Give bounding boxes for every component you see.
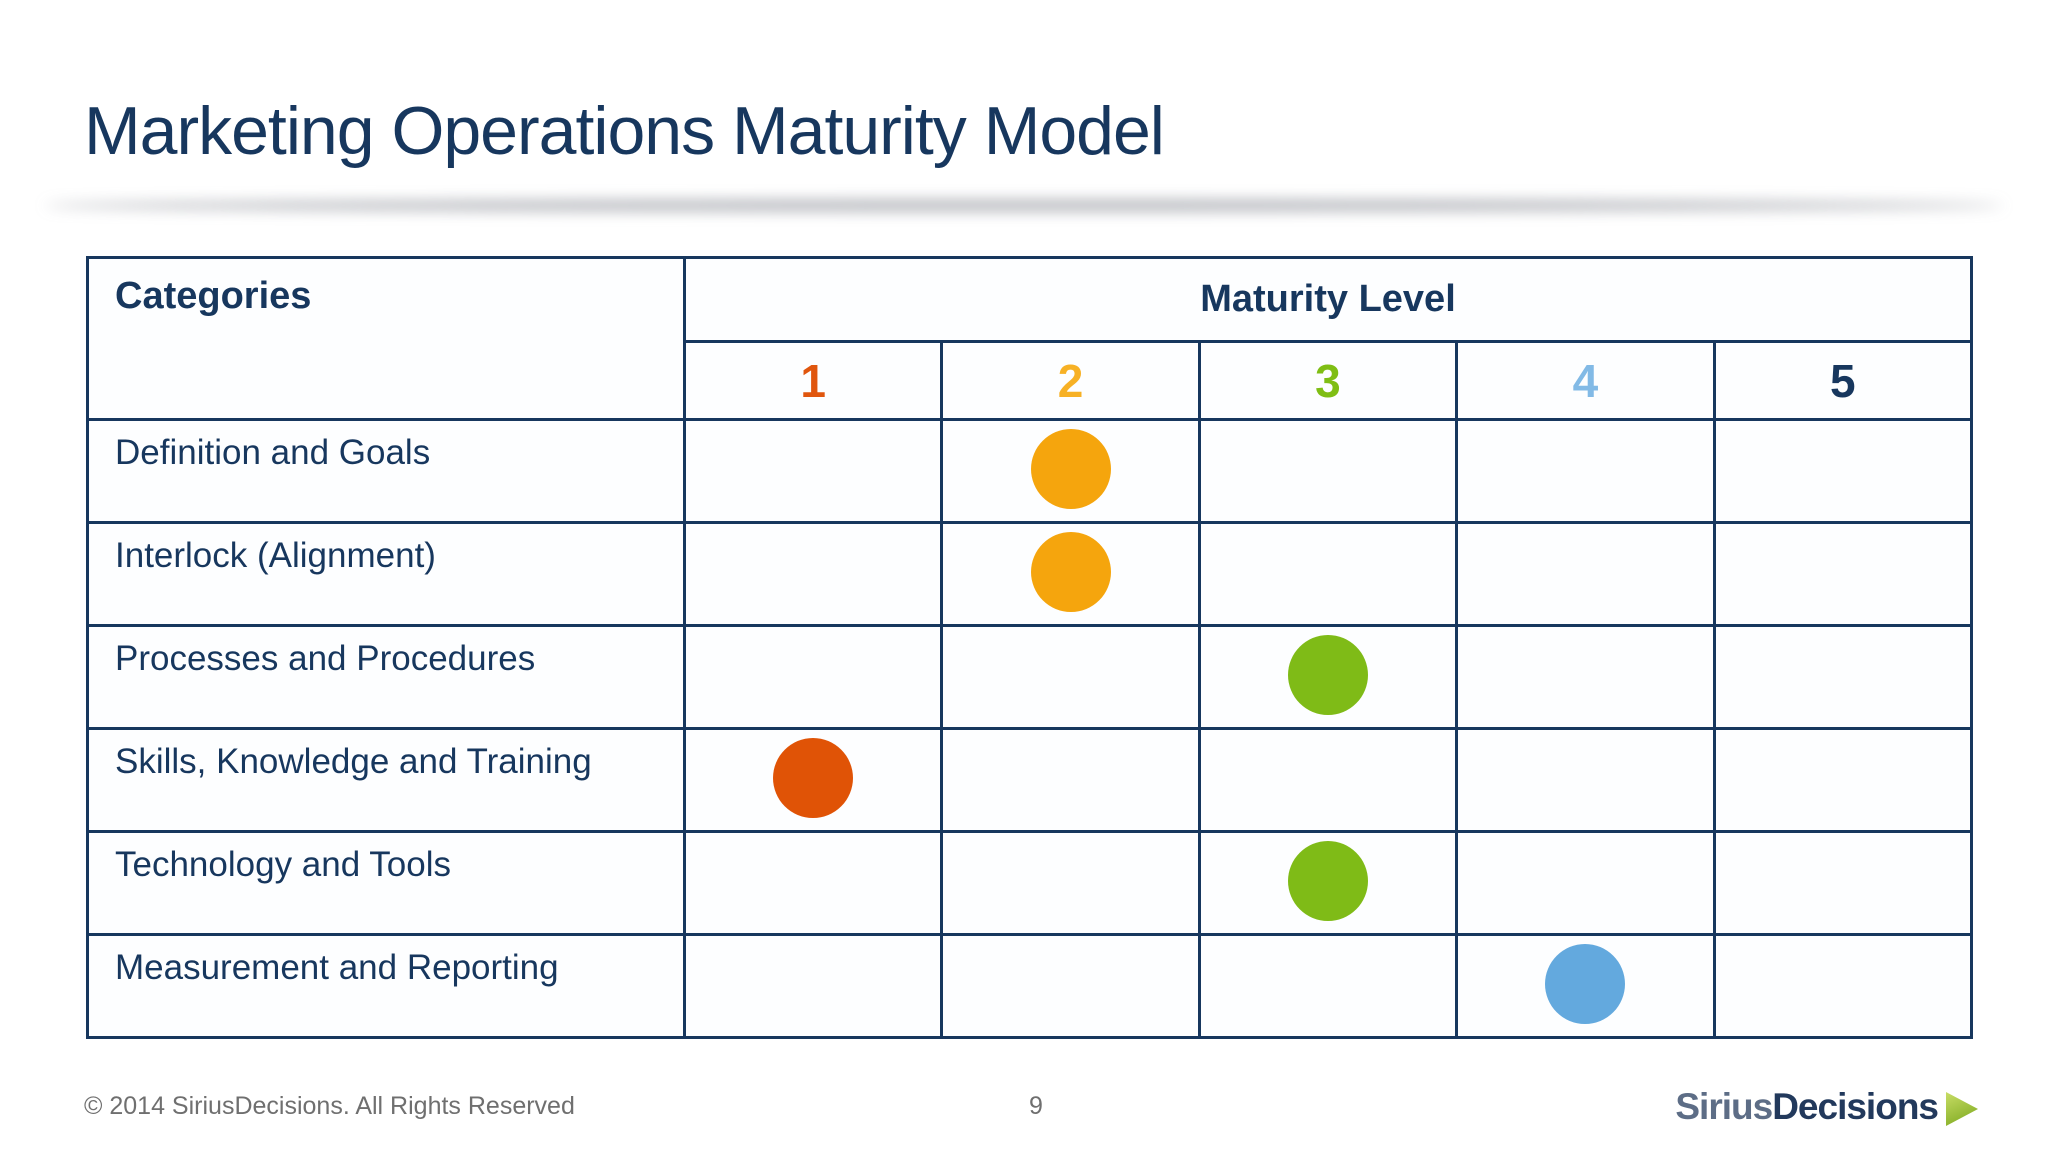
level-cell <box>1712 624 1974 730</box>
level-3-header: 3 <box>1197 340 1459 421</box>
copyright-text: © 2014 SiriusDecisions. All Rights Reser… <box>84 1092 575 1120</box>
level-cell <box>1455 418 1716 524</box>
level-cell <box>1455 830 1716 936</box>
row-label: Technology and Tools <box>86 830 686 936</box>
level-numbers-row: 1 2 3 4 5 <box>88 340 1974 421</box>
maturity-dot <box>1545 943 1626 1024</box>
level-cell <box>1197 521 1459 627</box>
level-1-header: 1 <box>682 340 944 421</box>
table-row: Technology and Tools <box>86 830 1974 936</box>
level-cell <box>1712 830 1974 936</box>
level-cell <box>1455 521 1716 627</box>
level-cell <box>682 624 944 730</box>
level-cell <box>682 521 944 627</box>
maturity-model-table: Categories Maturity Level 1 2 3 4 5 Defi… <box>86 256 1974 1039</box>
siriusdecisions-logo: SiriusDecisions <box>1675 1086 1980 1128</box>
level-cell <box>682 933 944 1039</box>
table-row: Definition and Goals <box>86 418 1974 524</box>
table-row: Skills, Knowledge and Training <box>86 727 1974 833</box>
level-cell <box>1197 418 1459 524</box>
table-row: Processes and Procedures <box>86 624 1974 730</box>
level-cell <box>1197 624 1459 730</box>
level-cell <box>1712 727 1974 833</box>
logo-arrow-icon <box>1946 1092 1978 1126</box>
logo-text-decisions: Decisions <box>1772 1086 1939 1127</box>
level-cell <box>1455 933 1716 1039</box>
maturity-dot <box>1030 428 1111 509</box>
maturity-level-header: Maturity Level <box>683 256 1973 343</box>
logo-text-sirius: Sirius <box>1675 1086 1773 1127</box>
level-2-header: 2 <box>940 340 1201 421</box>
level-cell <box>1712 933 1974 1039</box>
level-cell <box>940 521 1201 627</box>
categories-column-header: Categories <box>86 256 686 421</box>
level-cell <box>682 418 944 524</box>
maturity-dot <box>1287 634 1368 715</box>
level-cell <box>1197 830 1459 936</box>
row-label: Definition and Goals <box>86 418 686 524</box>
level-cell <box>1712 521 1974 627</box>
row-label: Measurement and Reporting <box>86 933 686 1039</box>
level-cell <box>940 418 1201 524</box>
maturity-dot <box>773 737 854 818</box>
page-number: 9 <box>1029 1092 1043 1120</box>
maturity-dot <box>1287 840 1368 921</box>
row-label: Interlock (Alignment) <box>86 521 686 627</box>
maturity-dot <box>1030 531 1111 612</box>
level-cell <box>1197 727 1459 833</box>
logo-text: SiriusDecisions <box>1675 1086 1939 1128</box>
title-divider-shadow <box>44 200 2004 211</box>
level-cell <box>682 727 944 833</box>
table-header-row: Categories Maturity Level <box>86 256 1973 421</box>
level-5-header: 5 <box>1712 340 1974 421</box>
level-cell <box>940 933 1201 1039</box>
level-4-header: 4 <box>1455 340 1716 421</box>
page-title: Marketing Operations Maturity Model <box>84 93 1165 169</box>
table-row: Interlock (Alignment) <box>86 521 1974 627</box>
row-label: Skills, Knowledge and Training <box>86 727 686 833</box>
level-cell <box>1455 624 1716 730</box>
level-cell <box>1712 418 1974 524</box>
row-label: Processes and Procedures <box>86 624 686 730</box>
level-cell <box>1197 933 1459 1039</box>
level-cell <box>682 830 944 936</box>
level-cell <box>1455 727 1716 833</box>
level-cell <box>940 624 1201 730</box>
level-cell <box>940 830 1201 936</box>
level-cell <box>940 727 1201 833</box>
table-row: Measurement and Reporting <box>86 933 1974 1039</box>
